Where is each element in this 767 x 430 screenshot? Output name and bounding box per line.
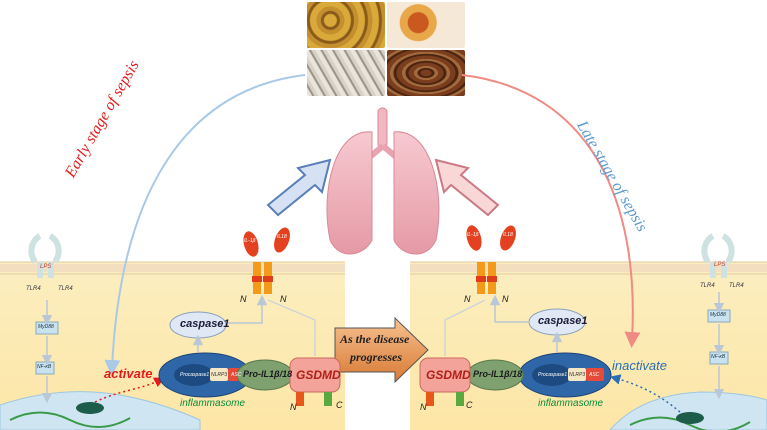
activate-label: activate <box>104 366 153 381</box>
left-asc-label: ASC <box>231 372 242 378</box>
left-il18-label: IL18 <box>277 234 287 240</box>
right-procaspase-label: Procaspase1 <box>538 372 568 378</box>
right-pore-n-label-a: N <box>464 294 471 304</box>
right-gsdmd-c-label: C <box>466 400 473 410</box>
left-block-arrow <box>266 158 332 217</box>
herb-photo-slices <box>307 2 385 48</box>
right-gsdmd-pore <box>476 262 497 294</box>
right-il18-label: IL18 <box>503 232 513 238</box>
early-stage-arrow <box>104 74 306 376</box>
right-tlr4-label-b: TLR4 <box>729 283 744 289</box>
right-tlr4-receptor <box>701 233 735 278</box>
right-nlrp3-gene <box>676 412 704 424</box>
progression-label-line1: As the disease <box>340 332 410 346</box>
right-gsdmd-label: GSDMD <box>426 368 471 382</box>
left-gsdmd-c-label: C <box>336 400 343 410</box>
right-pore-n-label-b: N <box>502 294 509 304</box>
left-myd88-label: MyD88 <box>38 324 54 330</box>
right-inflammasome-label: inflammasome <box>538 398 604 409</box>
right-asc-label: ASC <box>589 372 600 378</box>
left-dna <box>9 411 131 429</box>
right-gsdmd-n <box>426 392 434 406</box>
right-nucleus <box>609 391 767 430</box>
left-inflammasome-label: inflammasome <box>180 398 246 409</box>
left-tlr4-label-a: TLR4 <box>26 286 41 292</box>
left-gsdmd-n-label: N <box>290 402 297 412</box>
left-caspase1-label: caspase1 <box>180 318 230 330</box>
left-gsdmd-box <box>289 357 341 393</box>
left-gsdmd-pore <box>252 262 273 294</box>
right-gsdmd-box <box>419 357 471 393</box>
lung-illustration <box>326 107 440 255</box>
right-pro-il-label: Pro-IL1β/18 <box>473 369 523 379</box>
herb-photo-turmeric <box>387 2 465 48</box>
herb-photo-seeds <box>387 50 465 96</box>
left-il1b-label: IL-1β <box>244 238 256 244</box>
right-tlr4-label-a: TLR4 <box>700 283 715 289</box>
right-lps-label: LPS <box>714 262 726 268</box>
left-inflammasome <box>158 352 252 398</box>
right-inflammasome <box>518 352 612 398</box>
right-gsdmd-n-label: N <box>420 402 427 412</box>
inactivate-label: inactivate <box>612 358 667 373</box>
herb-photo-roots <box>307 50 385 96</box>
left-tlr4-label-b: TLR4 <box>58 286 73 292</box>
right-block-arrow <box>434 158 500 217</box>
left-gsdmd-n <box>296 392 304 406</box>
left-il18-blob <box>274 227 290 253</box>
right-il18-blob <box>500 225 516 251</box>
left-nlrp3-label: NLRP3 <box>211 372 228 378</box>
activate-arrow <box>94 377 165 403</box>
right-gsdmd-c <box>456 392 464 406</box>
progression-arrow <box>334 316 429 384</box>
right-il1b-blob <box>466 225 482 251</box>
right-myd88-label: MyD88 <box>710 312 726 318</box>
left-pore-n-label-a: N <box>240 294 247 304</box>
right-caspase1-label: caspase1 <box>538 315 588 327</box>
left-tlr4-receptor <box>28 233 62 278</box>
left-pro-il-label: Pro-IL1β/18 <box>243 369 293 379</box>
left-lps-label: LPS <box>40 264 52 270</box>
left-nlrp3-gene <box>76 402 104 414</box>
left-gsdmd-label: GSDMD <box>296 368 341 382</box>
inactivate-arrow <box>609 374 681 413</box>
left-pore-n-label-b: N <box>280 294 287 304</box>
left-gsdmd-c <box>324 392 332 406</box>
right-il1b-label: IL-1β <box>467 232 479 238</box>
left-nfkb-label: NF-κB <box>37 364 52 370</box>
right-nlrp3-label: NLRP3 <box>569 372 586 378</box>
left-procaspase-label: Procaspase1 <box>180 372 210 378</box>
left-il1b-blob <box>243 231 259 257</box>
late-stage-arrow <box>461 74 641 348</box>
progression-label-line2: progresses <box>350 350 403 364</box>
right-nfkb-label: NF-κB <box>711 354 726 360</box>
